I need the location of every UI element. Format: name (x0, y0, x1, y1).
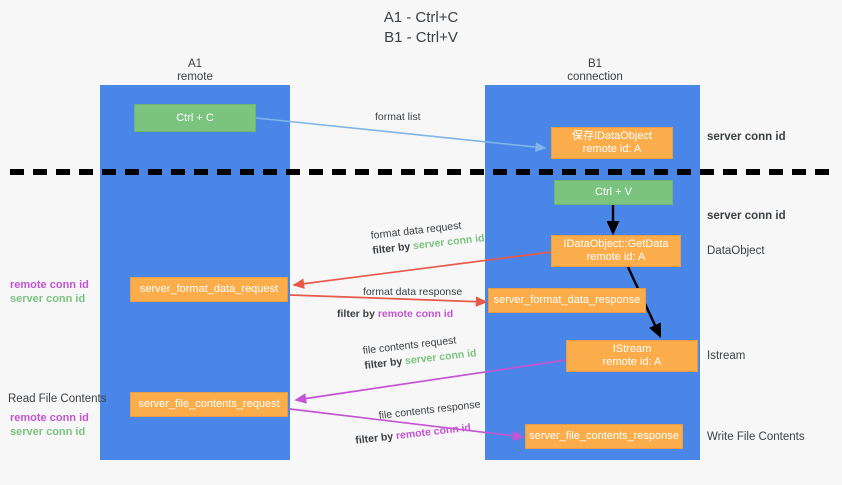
note-conn-pair-bottom: remote conn id server conn id (10, 411, 89, 439)
node-save-idataobject-line2: remote id: A (582, 143, 642, 155)
note-server-conn-id-left-bottom: server conn id (10, 426, 86, 438)
node-server-format-data-response-label: server_format_data_response (493, 294, 641, 306)
node-ctrl-v-label: Ctrl + V (595, 186, 632, 198)
note-write-file-contents: Write File Contents (707, 431, 805, 443)
title-line-2: B1 - Ctrl+V (384, 29, 458, 46)
edge-label-format-list-text: format list (375, 111, 421, 123)
node-ctrl-c[interactable]: Ctrl + C (134, 104, 256, 132)
note-conn-pair-mid: remote conn id server conn id (10, 278, 89, 306)
column-b1-sub: connection (567, 71, 623, 83)
note-remote-conn-id-bottom: remote conn id (10, 412, 89, 424)
node-istream-line2: remote id: A (602, 356, 662, 368)
node-getdata[interactable]: IDataObject::GetData remote id: A (551, 235, 681, 267)
filter-prefix: filter by (337, 308, 378, 320)
edge-label-format-list: format list (375, 110, 421, 125)
edge-format-data-response-line1: format data response (363, 286, 463, 298)
column-b1-name: B1 (587, 58, 603, 70)
node-save-idataobject[interactable]: 保存IDataObject remote id: A (551, 127, 673, 159)
filter-value-remote-conn-id: remote conn id (377, 308, 454, 320)
edge-label-format-data-request: format data request filter by server con… (370, 216, 485, 259)
filter-value-remote-conn-id: remote conn id (395, 421, 472, 443)
column-a1-name: A1 (187, 58, 203, 70)
edge-label-file-contents-response: file contents response filter by remote … (355, 397, 484, 446)
edge-file-contents-response-filter: filter by remote conn id (355, 419, 484, 448)
node-istream[interactable]: IStream remote id: A (566, 340, 698, 372)
edge-format-data-response-filter: filter by remote conn id (337, 307, 462, 322)
edge-label-format-data-response: format data response filter by remote co… (337, 285, 463, 322)
node-ctrl-v[interactable]: Ctrl + V (554, 180, 673, 205)
title-line-1: A1 - Ctrl+C (383, 9, 459, 26)
column-header-a1: A1 remote (120, 58, 270, 84)
filter-prefix: filter by (371, 240, 414, 257)
column-header-b1: B1 connection (520, 58, 670, 84)
node-server-file-contents-request-label: server_file_contents_request (138, 398, 280, 410)
note-read-file-contents: Read File Contents (8, 393, 107, 405)
note-istream: Istream (707, 350, 746, 362)
note-server-conn-id-top: server conn id (707, 131, 786, 143)
diagram-title: A1 - Ctrl+C B1 - Ctrl+V (0, 8, 842, 48)
node-ctrl-c-label: Ctrl + C (176, 111, 214, 124)
note-server-conn-id-mid: server conn id (707, 210, 786, 222)
node-getdata-line2: remote id: A (586, 251, 646, 263)
column-a1-sub: remote (177, 71, 213, 83)
note-remote-conn-id-mid: remote conn id (10, 279, 89, 291)
node-server-format-data-response[interactable]: server_format_data_response (488, 288, 646, 313)
filter-prefix: filter by (354, 430, 397, 447)
note-server-conn-id-left-mid: server conn id (10, 293, 86, 305)
node-server-file-contents-response[interactable]: server_file_contents_response (525, 424, 683, 449)
filter-prefix: filter by (363, 355, 406, 372)
node-server-format-data-request[interactable]: server_format_data_request (130, 277, 288, 302)
node-server-file-contents-request[interactable]: server_file_contents_request (130, 392, 288, 417)
node-getdata-line1: IDataObject::GetData (563, 238, 669, 250)
node-server-format-data-request-label: server_format_data_request (139, 283, 279, 295)
edge-file-contents-response-line1: file contents response (378, 398, 481, 422)
edge-label-file-contents-request: file contents request filter by server c… (362, 331, 477, 374)
node-istream-line1: IStream (612, 343, 652, 355)
node-save-idataobject-line1: 保存IDataObject (571, 130, 653, 142)
note-dataobject: DataObject (707, 245, 765, 257)
node-server-file-contents-response-label: server_file_contents_response (529, 430, 679, 442)
